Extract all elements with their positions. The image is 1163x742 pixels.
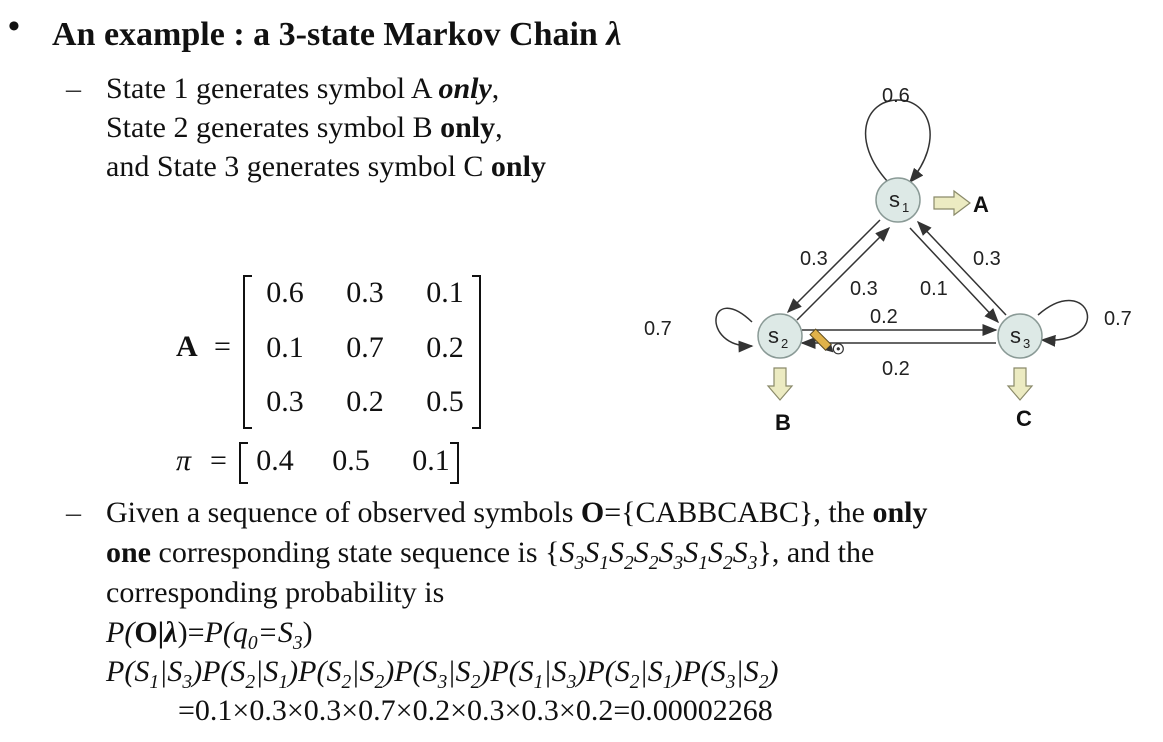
transition-term: P(S2|S2) [298, 655, 395, 693]
svg-text:2: 2 [781, 336, 788, 351]
sequence-state: S1 [584, 536, 609, 574]
initial-probability-line: P(O|λ)=P(q0=S3) [106, 616, 313, 654]
transition-term: P(S3|S2) [682, 655, 779, 693]
probability-intro-line: corresponding probability is [106, 576, 445, 609]
self-loop-s3-label: 0.7 [1104, 308, 1132, 330]
matrix-cell: 0.1 [426, 276, 464, 309]
state-s3: s 3 [997, 313, 1043, 359]
matrix-a-brackets [243, 275, 481, 429]
edge-s1-s2 [786, 219, 881, 314]
state-s1: s 1 [875, 177, 921, 223]
sequence-state: S3 [658, 536, 684, 574]
pi-brackets [239, 442, 459, 484]
matrix-a-label: A [176, 330, 198, 363]
sequence-state: S2 [633, 536, 659, 574]
state1-line: State 1 generates symbol A only, [106, 72, 500, 105]
sequence-state: S3 [732, 536, 758, 574]
self-loop-s2 [715, 307, 754, 353]
transition-term: P(S2|S1) [202, 655, 299, 693]
edge-label: 0.3 [800, 248, 828, 270]
matrix-cell: 0.2 [346, 385, 384, 418]
matrix-a-equals: = [214, 330, 231, 363]
pi-value: 0.1 [412, 444, 450, 477]
page-title: An example : a 3-state Markov Chain λ [52, 16, 621, 54]
symbol-c: C [1016, 406, 1032, 431]
svg-text:3: 3 [1023, 336, 1030, 351]
state-sequence: S3S1S2S2S3S1S2S3 [559, 536, 758, 574]
point2-dash: – [66, 496, 81, 529]
point1-dash: – [66, 72, 81, 105]
pi-value: 0.5 [332, 444, 370, 477]
sequence-state: S2 [707, 536, 733, 574]
edge-label: 0.2 [882, 358, 910, 380]
self-loop-s1-label: 0.6 [882, 85, 910, 107]
title-text: An example : a 3-state Markov Chain [52, 16, 598, 53]
emission-arrow-s2 [766, 367, 794, 401]
svg-text:s: s [889, 187, 900, 212]
transition-term: P(S1|S3) [106, 655, 203, 693]
markov-state-diagram: s 1 s 2 s 3 A B C 0.6 0.7 0.7 0.3 0.3 0.… [644, 85, 1132, 435]
sequence-state: S2 [608, 536, 634, 574]
edge-s3-s1 [916, 220, 1007, 316]
self-loop-s1 [864, 99, 931, 184]
state-s2: s 2 [757, 313, 803, 359]
heading-bullet: • [8, 8, 20, 45]
title-lambda: λ [606, 16, 622, 53]
transition-term: P(S1|S3) [490, 655, 587, 693]
transition-term: P(S3|S2) [394, 655, 491, 693]
symbol-a: A [973, 192, 989, 217]
edge-label: 0.1 [920, 278, 948, 300]
self-loop-s3 [1037, 300, 1089, 347]
edge-s1-s3 [909, 227, 1000, 324]
probability-result-line: =0.1×0.3×0.3×0.7×0.2×0.3×0.3×0.2=0.00002… [178, 694, 773, 727]
pi-value: 0.4 [256, 444, 294, 477]
matrix-cell: 0.5 [426, 385, 464, 418]
edge-label: 0.3 [973, 248, 1001, 270]
state-sequence-line: one corresponding state sequence is {S3S… [106, 536, 875, 574]
sequence-state: S1 [683, 536, 708, 574]
svg-text:s: s [768, 323, 779, 348]
matrix-cell: 0.3 [266, 385, 304, 418]
matrix-cell: 0.6 [266, 276, 304, 309]
matrix-cell: 0.2 [426, 331, 464, 364]
edge-label: 0.3 [850, 278, 878, 300]
pi-equals: = [210, 444, 227, 477]
transition-term: P(S2|S1) [586, 655, 683, 693]
edge-s2-s1 [796, 226, 891, 321]
svg-text:1: 1 [902, 200, 909, 215]
matrix-cell: 0.3 [346, 276, 384, 309]
pencil-icon [809, 328, 844, 355]
transition-product-line: P(S1|S3)P(S2|S1)P(S2|S2)P(S3|S2)P(S1|S3)… [106, 655, 779, 694]
edge-label: 0.2 [870, 306, 898, 328]
emission-arrow-s3 [1006, 367, 1034, 401]
observed-sequence-line: Given a sequence of observed symbols O={… [106, 496, 928, 529]
symbol-b: B [775, 410, 791, 435]
matrix-cell: 0.1 [266, 331, 304, 364]
emission-arrow-s1 [933, 189, 971, 217]
svg-text:s: s [1010, 323, 1021, 348]
sequence-state: S3 [559, 536, 585, 574]
pi-label: π [176, 444, 192, 477]
state3-line: and State 3 generates symbol C only [106, 150, 546, 183]
state2-line: State 2 generates symbol B only, [106, 111, 503, 144]
matrix-cell: 0.7 [346, 331, 384, 364]
self-loop-s2-label: 0.7 [644, 318, 672, 340]
